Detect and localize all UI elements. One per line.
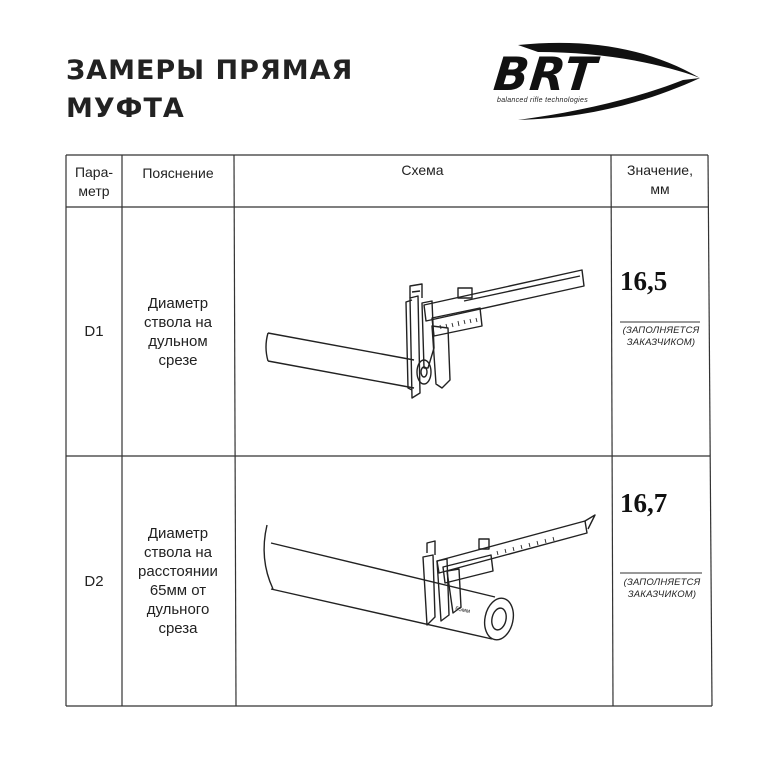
- row2-note-line: ЗАКАЗЧИКОМ): [627, 589, 697, 600]
- row2-explanation-line: среза: [158, 620, 198, 637]
- row2-scheme-label: 65мм: [455, 606, 471, 615]
- header-param: Пара- метр: [66, 158, 122, 206]
- row2-explanation-line: 65мм от: [149, 582, 207, 599]
- row1-explanation-line: ствола на: [143, 313, 213, 331]
- header-param-line1: Пара-: [74, 164, 114, 180]
- page-title: ЗАМЕРЫ ПРЯМАЯ МУФТА: [66, 52, 353, 128]
- row1-explanation-line: срезе: [158, 351, 198, 369]
- row1-note-line: (ЗАПОЛНЯЕТСЯ: [622, 325, 700, 336]
- header-scheme: Схема: [401, 161, 444, 178]
- row1-scheme-caliper-drawing: [265, 269, 585, 399]
- row2-explanation-line: дульного: [146, 601, 210, 618]
- row1-value-underline: [620, 321, 700, 323]
- header-value-line2: мм: [650, 181, 670, 197]
- row2-explanation-line: ствола на: [143, 544, 213, 561]
- header-value: Значение, мм: [611, 158, 709, 202]
- row1-explanation: Диаметр ствола на дульном срезе: [122, 207, 234, 456]
- logo-subtitle: balanced rifle technologies: [497, 97, 588, 104]
- row1-value: 16,5: [620, 266, 668, 296]
- row1-note: (ЗАПОЛНЯЕТСЯ ЗАКАЗЧИКОМ): [612, 325, 710, 349]
- row1-param: D1: [84, 323, 104, 340]
- brt-logo: BRT balanced rifle technologies: [478, 40, 704, 122]
- row2-explanation-line: Диаметр: [147, 525, 209, 542]
- row2-explanation-line: расстоянии: [138, 563, 218, 580]
- row1-explanation-line: Диаметр: [147, 294, 209, 312]
- page-title-line1: ЗАМЕРЫ ПРЯМАЯ: [66, 55, 354, 86]
- row1-explanation-line: дульном: [148, 332, 208, 350]
- logo-text: BRT: [491, 47, 600, 101]
- logo-swoosh-icon: [518, 42, 700, 120]
- row2-param: D2: [84, 572, 104, 590]
- row2-note-line: (ЗАПОЛНЯЕТСЯ: [623, 577, 701, 588]
- header-value-line1: Значение,: [627, 162, 693, 178]
- row2-value-underline: [620, 572, 702, 574]
- header-param-line2: метр: [78, 183, 110, 199]
- row2-scheme-caliper-drawing: 65мм: [263, 514, 596, 641]
- row2-value: 16,7: [620, 488, 668, 518]
- row2-explanation: Диаметр ствола на расстоянии 65мм от дул…: [122, 456, 234, 706]
- header-explanation: Пояснение: [142, 164, 214, 181]
- row2-note: (ЗАПОЛНЯЕТСЯ ЗАКАЗЧИКОМ): [612, 577, 712, 601]
- page-title-line2: МУФТА: [66, 93, 185, 124]
- row1-note-line: ЗАКАЗЧИКОМ): [626, 337, 696, 348]
